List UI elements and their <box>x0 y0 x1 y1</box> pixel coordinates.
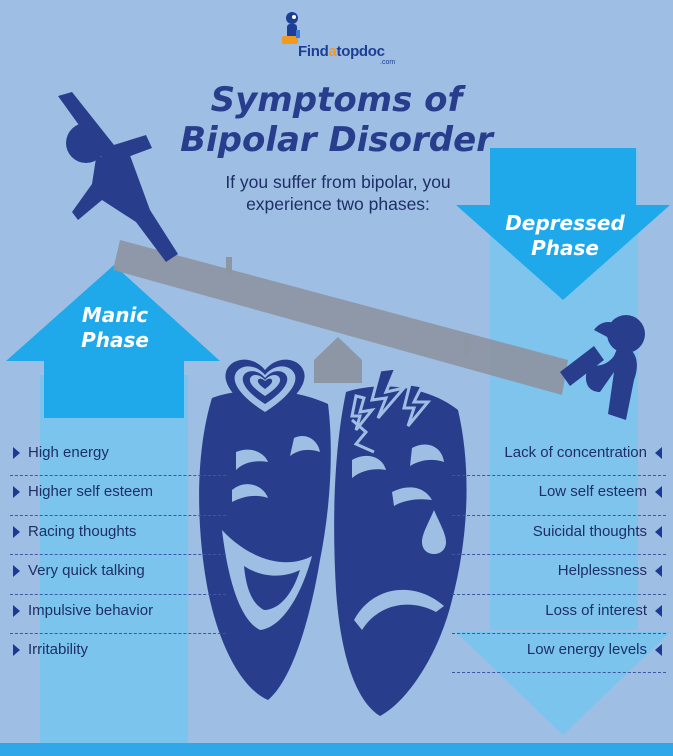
bullet-arrow-icon <box>13 447 20 459</box>
list-item: Helplessness <box>452 555 666 595</box>
manic-label-line1: Manic <box>81 303 149 327</box>
page-title-line2: Bipolar Disorder <box>180 120 493 160</box>
depressed-mask-icon <box>334 386 467 716</box>
bottom-bar <box>0 743 673 756</box>
symptom-text: Racing thoughts <box>28 522 137 540</box>
heart-icon <box>225 359 305 420</box>
sad-sitting-person-icon <box>560 315 645 420</box>
bullet-arrow-icon <box>13 643 20 656</box>
list-item: Irritability <box>10 634 226 673</box>
manic-label-line2: Phase <box>81 328 149 352</box>
logo-word-find: Find <box>298 43 329 60</box>
depressed-label-line1: Depressed <box>505 211 625 235</box>
manic-arrow-head <box>6 265 220 418</box>
tear-icon <box>422 510 446 554</box>
list-item: Higher self esteem <box>10 476 226 516</box>
subtitle-line1: If you suffer from bipolar, you <box>225 172 451 192</box>
doctor-mascot-icon <box>282 12 300 44</box>
bullet-arrow-icon <box>655 565 662 578</box>
depressed-arrow-body <box>456 148 670 300</box>
depressed-arrow-bottom-head <box>456 632 670 735</box>
symptom-text: Low energy levels <box>526 640 647 658</box>
page-title-line1: Symptoms of <box>210 80 463 120</box>
subtitle: If you suffer from bipolar, you experien… <box>178 171 498 215</box>
bullet-arrow-icon <box>655 643 662 656</box>
list-item: Suicidal thoughts <box>452 516 666 556</box>
logo-wordmark: Findatopdoc <box>298 43 385 60</box>
bullet-arrow-icon <box>655 525 662 538</box>
logo-word-topdoc: topdoc <box>336 43 386 60</box>
list-item: Lack of concentration <box>452 437 666 477</box>
manic-mask-icon <box>199 390 331 700</box>
logo-domain: .com <box>380 59 396 66</box>
bullet-arrow-icon <box>13 565 20 578</box>
seesaw <box>113 240 568 395</box>
logo: Findatopdoc .com <box>270 10 410 70</box>
logo-word-a: a <box>328 43 337 60</box>
symptom-text: Lack of concentration <box>504 444 647 461</box>
symptom-text: Helplessness <box>557 562 647 580</box>
list-item: Low energy levels <box>452 634 666 674</box>
list-item: Loss of interest <box>452 595 666 634</box>
symptom-text: Very quick talking <box>28 562 145 580</box>
symptom-text: Irritability <box>28 640 89 658</box>
depressed-label-line2: Phase <box>531 236 599 260</box>
symptom-text: High energy <box>28 444 109 461</box>
bullet-arrow-icon <box>13 604 20 617</box>
symptom-text: Low self esteem <box>538 483 647 501</box>
symptom-text: Higher self esteem <box>28 483 154 501</box>
manic-symptom-list: High energy Higher self esteem Racing th… <box>10 437 226 673</box>
depressed-phase-label: Depressed Phase <box>495 211 635 261</box>
symptom-text: Impulsive behavior <box>28 601 154 619</box>
manic-phase-label: Manic Phase <box>55 303 175 353</box>
bullet-arrow-icon <box>13 525 20 538</box>
list-item: Very quick talking <box>10 555 226 595</box>
broken-lightning-icon <box>350 366 432 431</box>
stretching-person-icon <box>58 92 178 262</box>
list-item: Impulsive behavior <box>10 595 226 634</box>
bullet-arrow-icon <box>13 486 20 499</box>
subtitle-line2: experience two phases: <box>246 194 430 214</box>
symptom-text: Suicidal thoughts <box>532 522 647 540</box>
bullet-arrow-icon <box>655 447 662 459</box>
list-item: Racing thoughts <box>10 516 226 556</box>
bullet-arrow-icon <box>655 604 662 617</box>
symptom-text: Loss of interest <box>545 601 647 619</box>
bullet-arrow-icon <box>655 486 662 499</box>
list-item: High energy <box>10 437 226 477</box>
list-item: Low self esteem <box>452 476 666 516</box>
manic-arrow-shaft <box>40 375 188 745</box>
mask-crack-line <box>351 418 375 454</box>
depressed-symptom-list: Lack of concentration Low self esteem Su… <box>452 437 666 674</box>
